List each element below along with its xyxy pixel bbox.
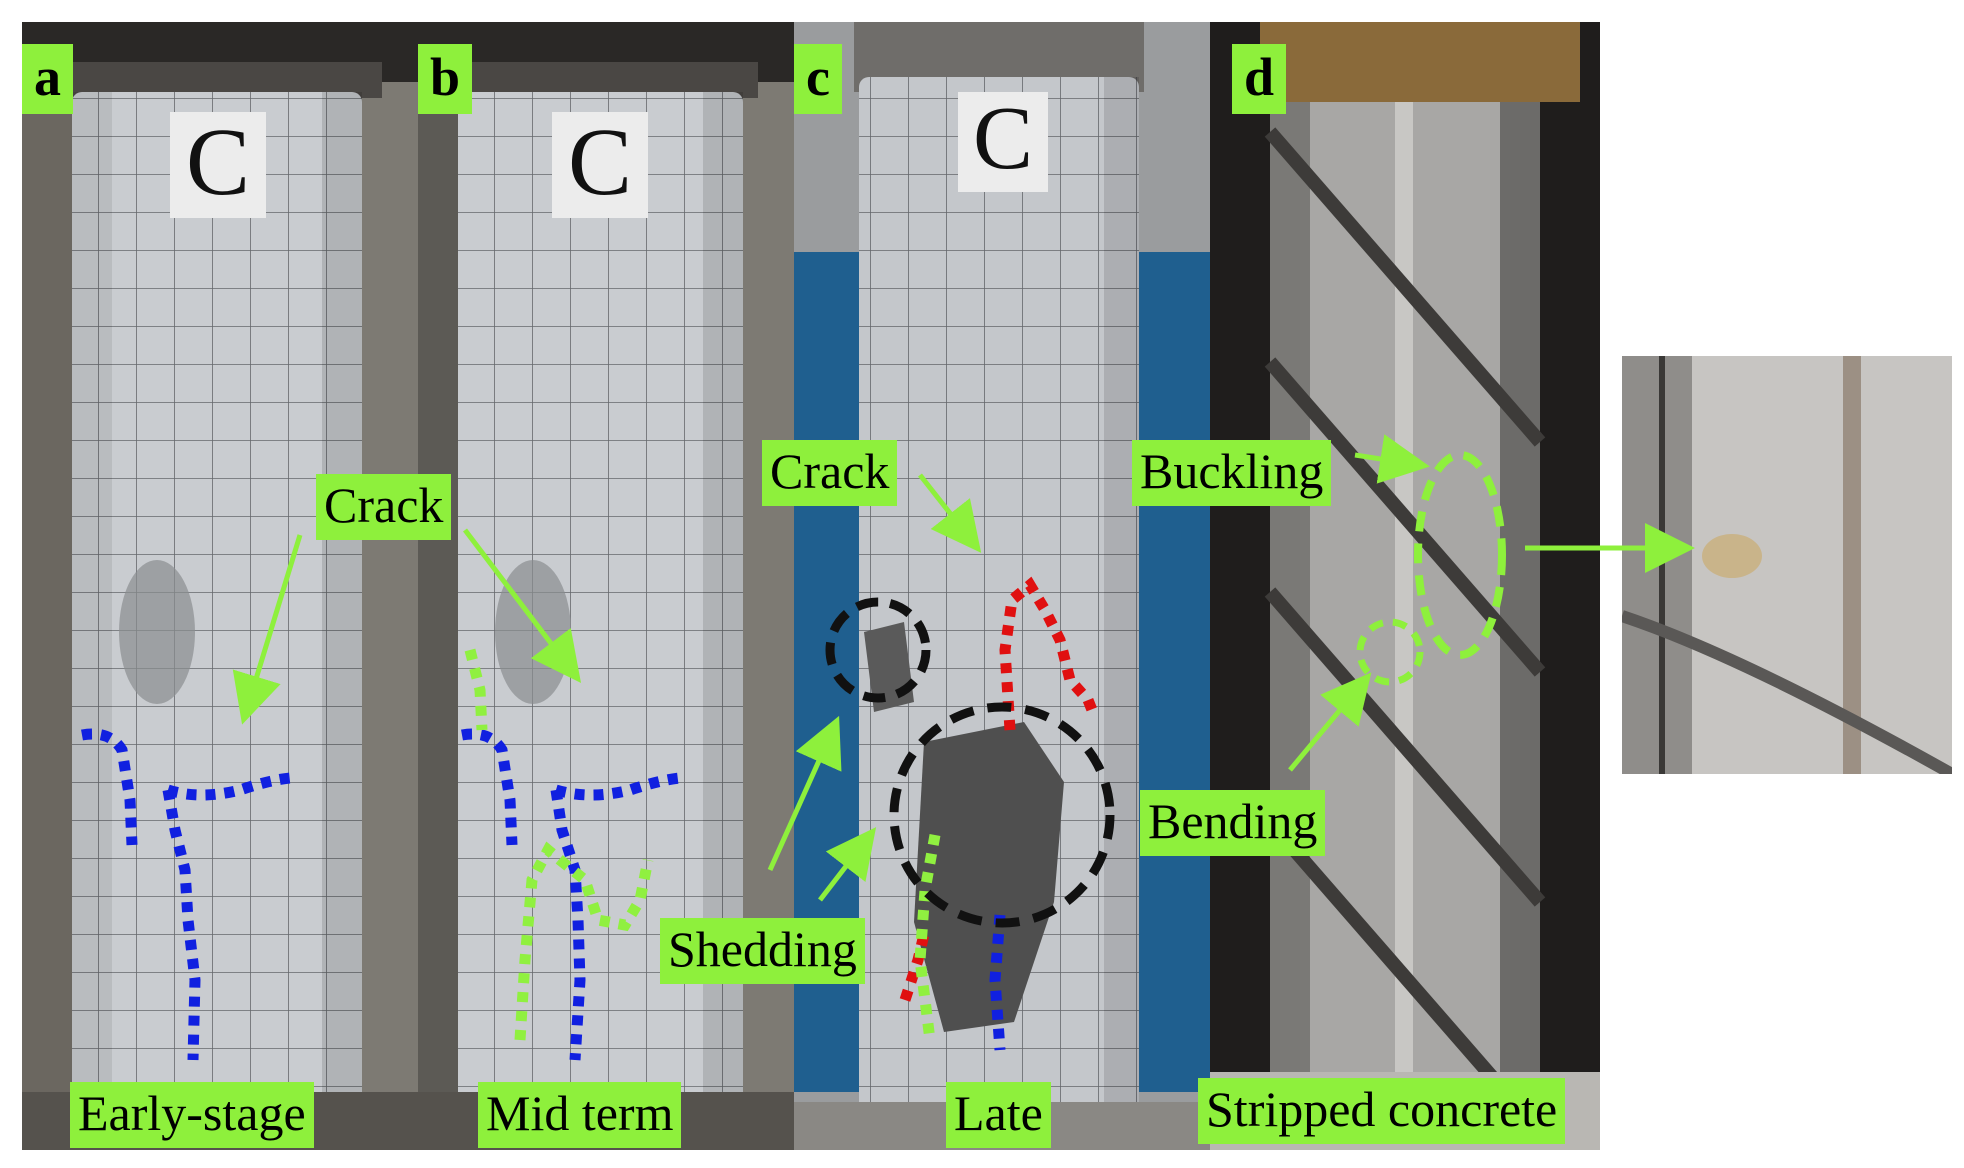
crack-label-ab: Crack	[316, 474, 452, 540]
panel-d-photo	[1210, 22, 1600, 1150]
caption-stripped-concrete: Stripped concrete	[1198, 1078, 1566, 1144]
panel-a-sign-letter: C	[185, 108, 251, 215]
buckling-detail-inset	[1622, 356, 1952, 774]
shedding-label: Shedding	[660, 918, 865, 984]
panel-a-tag: a	[22, 44, 73, 114]
panel-a-photo: C	[22, 22, 418, 1150]
panel-b-sign	[552, 112, 648, 218]
panel-c-sign-letter: C	[972, 89, 1034, 188]
caption-late: Late	[946, 1082, 1051, 1148]
panel-b-tag: b	[418, 44, 473, 114]
bending-label: Bending	[1140, 790, 1326, 856]
panel-b-sign-letter: C	[567, 108, 633, 215]
panel-c-tag: c	[794, 44, 842, 114]
panel-c-sign	[958, 92, 1048, 192]
panel-a-sign	[170, 112, 266, 218]
crack-label-c: Crack	[762, 440, 898, 506]
caption-early-stage: Early-stage	[70, 1082, 314, 1148]
caption-mid-term: Mid term	[478, 1082, 682, 1148]
panel-d-tag: d	[1232, 44, 1287, 114]
buckling-label: Buckling	[1132, 440, 1332, 506]
